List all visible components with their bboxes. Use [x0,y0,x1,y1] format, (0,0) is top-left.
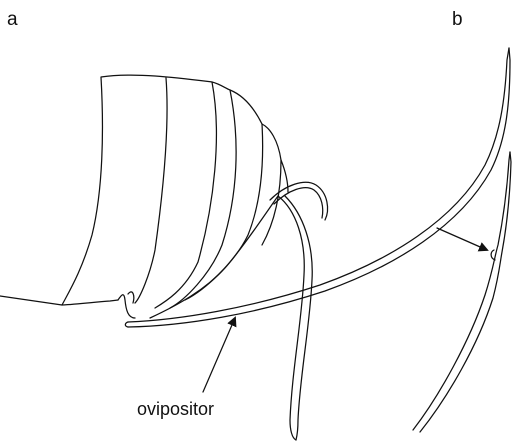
ovipositor-upper-edge [128,48,509,322]
sheath-left [278,196,304,440]
ovipositor-base-cap [125,322,128,327]
valve-outline [150,196,278,318]
terminal-lobe-2 [128,292,134,303]
abdomen-drawing [0,75,328,440]
panel-b-drawing [413,152,511,432]
tip-outer-edge [413,152,510,430]
ovipositor-arrow [203,318,235,392]
segment-line-5 [262,160,281,245]
segment-line-1 [135,78,167,303]
segment-line-4 [185,124,263,300]
ovipositor-label: ovipositor [137,400,214,418]
sheath-right [285,196,312,440]
abdomen-outline [0,75,288,305]
abdomen-ventral-edge [62,300,118,305]
terminal-lobe-1 [118,295,135,318]
segment-line-2 [155,82,216,308]
notch-arrow [437,228,487,250]
segment-line-3 [170,90,236,308]
